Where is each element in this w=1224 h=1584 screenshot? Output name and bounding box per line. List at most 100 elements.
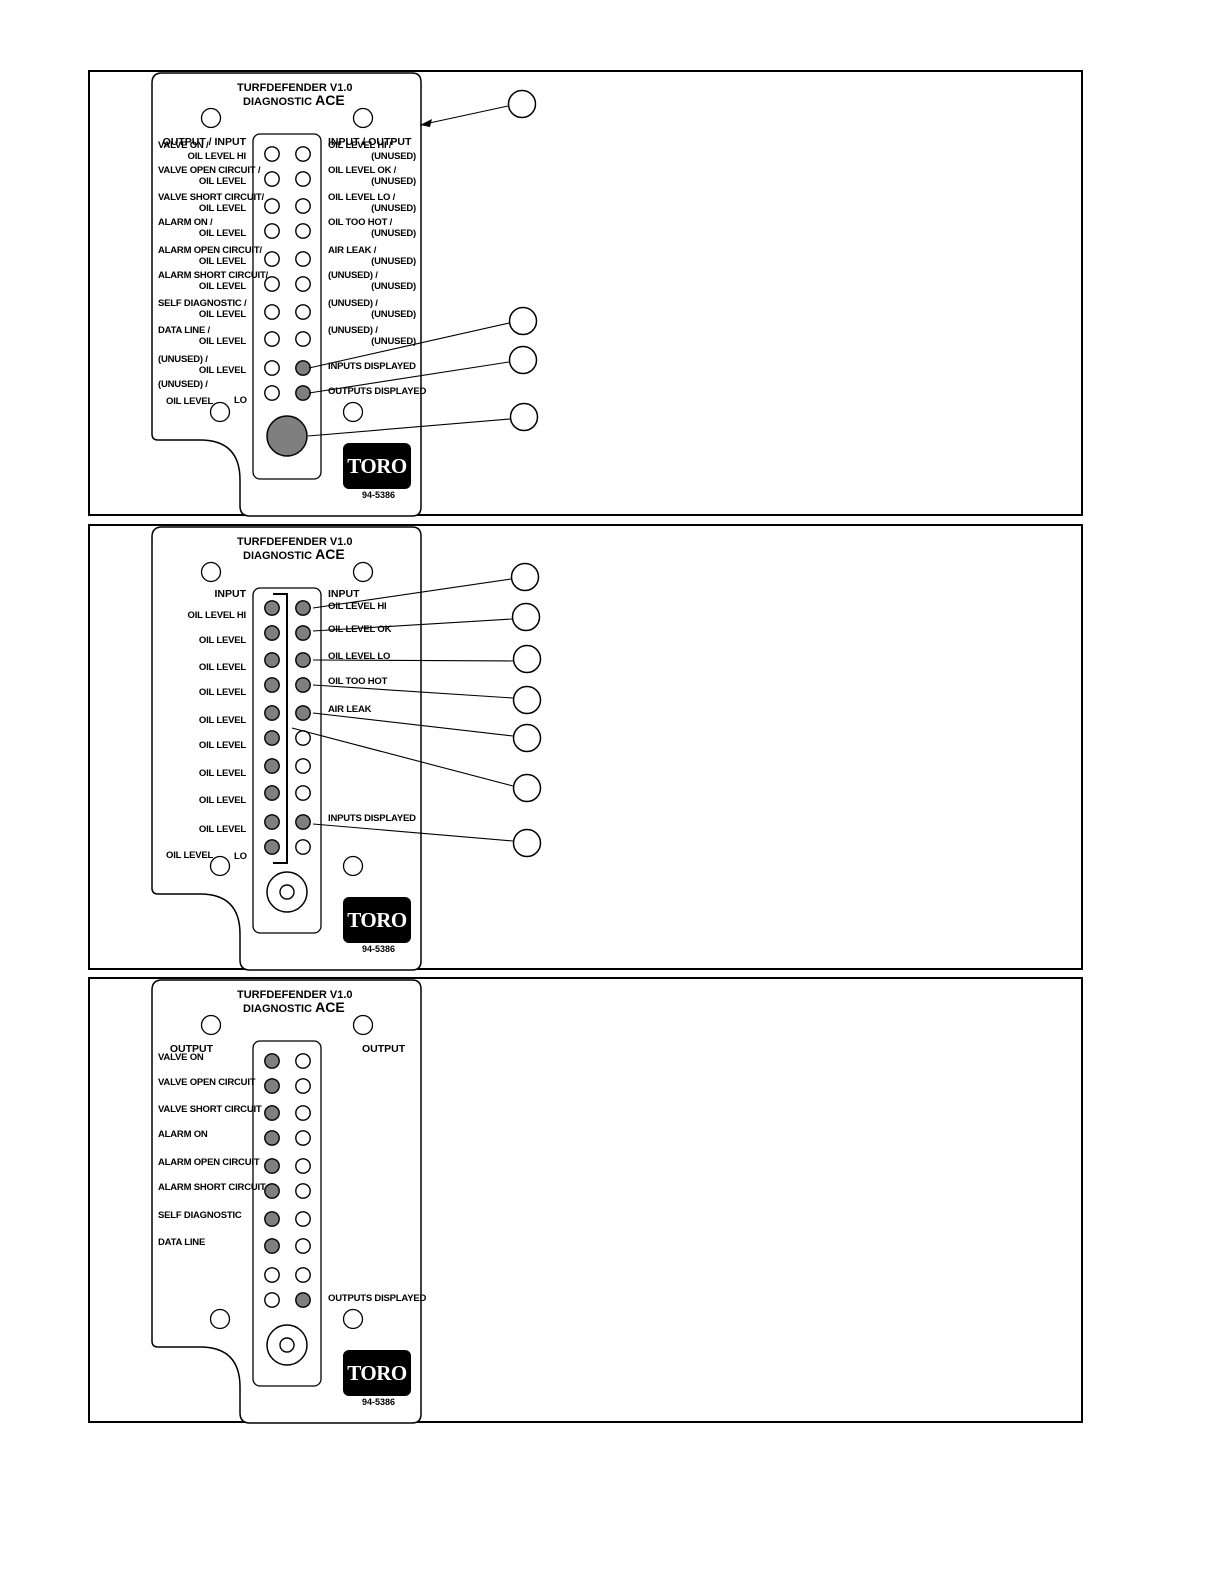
led-left-3 [264, 652, 280, 668]
led-right-7 [295, 758, 311, 774]
left-label-line1-6: ALARM SHORT CIRCUIT/ [158, 270, 268, 281]
callout-circle [512, 723, 542, 753]
header-right: OUTPUT [362, 1043, 406, 1055]
right-label-line1-9: INPUTS DISPLAYED [328, 813, 416, 824]
left-label-line2-9: OIL LEVEL [198, 365, 246, 376]
callout-leader [419, 105, 509, 126]
part-number: 94-5386 [362, 1397, 396, 1407]
callout-circle [508, 306, 538, 336]
title-diagnostic: DIAGNOSTIC [243, 550, 316, 562]
left-label-line1-7: SELF DIAGNOSTIC / [158, 298, 247, 309]
device-title-line2: DIAGNOSTIC ACE [243, 92, 345, 108]
led-left-2 [264, 171, 280, 187]
led-right-7 [295, 1211, 311, 1227]
led-right-3 [295, 1105, 311, 1121]
right-label-line1-5: AIR LEAK [328, 704, 372, 715]
right-label-line1-1: OIL LEVEL HI / [328, 140, 392, 151]
left-label-line2-1: OIL LEVEL HI [187, 151, 247, 162]
led-right-9 [295, 814, 311, 830]
callout-leader [308, 361, 510, 394]
toro-logo: TORO [343, 897, 411, 943]
mode-button-center [279, 884, 295, 900]
left-label-line1-8: DATA LINE / [158, 325, 210, 336]
led-right-10 [295, 1292, 311, 1308]
left-label-line1-6: ALARM SHORT CIRCUIT [158, 1182, 266, 1193]
led-right-8 [295, 785, 311, 801]
title-ace: ACE [315, 92, 345, 108]
device-title-line2: DIAGNOSTIC ACE [243, 999, 345, 1015]
led-right-1 [295, 146, 311, 162]
mounting-hole [342, 1308, 364, 1330]
left-label-line2-2: OIL LEVEL [198, 176, 246, 187]
panel-3-drawing [151, 979, 422, 1424]
led-left-9 [264, 814, 280, 830]
header-right: INPUT [328, 588, 360, 600]
led-right-8 [295, 1238, 311, 1254]
mounting-hole [209, 855, 231, 877]
led-right-6 [295, 1183, 311, 1199]
mounting-hole [352, 1014, 374, 1036]
right-label-line1-5: AIR LEAK / [328, 245, 377, 256]
title-diagnostic: DIAGNOSTIC [243, 1003, 316, 1015]
led-left-2 [264, 625, 280, 641]
mode-button-center [279, 1337, 295, 1353]
left-label-line1-5: ALARM OPEN CIRCUIT [158, 1157, 260, 1168]
callout-circle [508, 345, 538, 375]
left-label-line2-4: OIL LEVEL [198, 228, 246, 239]
left-label-line1-3: VALVE SHORT CIRCUIT [158, 1104, 262, 1115]
led-left-1 [264, 1053, 280, 1069]
right-label-line1-6: (UNUSED) / [328, 270, 378, 281]
led-left-2 [264, 1078, 280, 1094]
callout-circle [511, 602, 541, 632]
header-left: INPUT [214, 588, 247, 600]
led-right-9 [295, 1267, 311, 1283]
led-right-5 [295, 251, 311, 267]
led-left-3 [264, 1105, 280, 1121]
led-group-bracket [273, 593, 288, 864]
callout-leader [312, 659, 514, 662]
led-right-6 [295, 730, 311, 746]
led-left-6 [264, 730, 280, 746]
mounting-hole [342, 855, 364, 877]
left-label-line1-2: VALVE OPEN CIRCUIT / [158, 165, 261, 176]
left-label-line1-1: VALVE ON [158, 1052, 204, 1063]
left-label-line1-10: OIL LEVEL [166, 850, 214, 861]
header-left: OUTPUT / INPUT [162, 136, 246, 148]
callout-leader [312, 578, 512, 609]
led-left-10 [264, 839, 280, 855]
led-right-2 [295, 625, 311, 641]
led-right-3 [295, 198, 311, 214]
led-right-10 [295, 385, 311, 401]
callout-circle [507, 89, 537, 119]
title-ace: ACE [315, 999, 345, 1015]
left-label-line2-1: OIL LEVEL HI [187, 610, 247, 621]
left-label-line2-6: OIL LEVEL [198, 281, 246, 292]
left-label-line1-8: DATA LINE [158, 1237, 206, 1248]
led-right-9 [295, 360, 311, 376]
led-left-5 [264, 1158, 280, 1174]
callout-circle [512, 773, 542, 803]
left-label-line1-10: (UNUSED) / [158, 379, 208, 390]
left-label-line1-4: ALARM ON / [158, 217, 213, 228]
callout-circle [509, 402, 539, 432]
left-label-line2-6: OIL LEVEL [198, 740, 246, 751]
panel-1-drawing [151, 72, 539, 517]
led-left-10 [264, 385, 280, 401]
led-left-3 [264, 198, 280, 214]
led-left-1 [264, 600, 280, 616]
led-left-6 [264, 276, 280, 292]
led-left-5 [264, 251, 280, 267]
mounting-hole [209, 1308, 231, 1330]
callout-leader [307, 418, 511, 437]
device-title-line2: DIAGNOSTIC ACE [243, 546, 345, 562]
mode-button [266, 415, 308, 457]
right-label-line1-4: OIL TOO HOT [328, 676, 388, 687]
led-left-1 [264, 146, 280, 162]
led-right-5 [295, 1158, 311, 1174]
right-label-line2-6: (UNUSED) [371, 281, 416, 292]
right-label-line2-8: (UNUSED) [371, 336, 416, 347]
header-left: OUTPUT [169, 1043, 213, 1055]
left-label-line2-7: OIL LEVEL [198, 309, 246, 320]
led-right-7 [295, 304, 311, 320]
